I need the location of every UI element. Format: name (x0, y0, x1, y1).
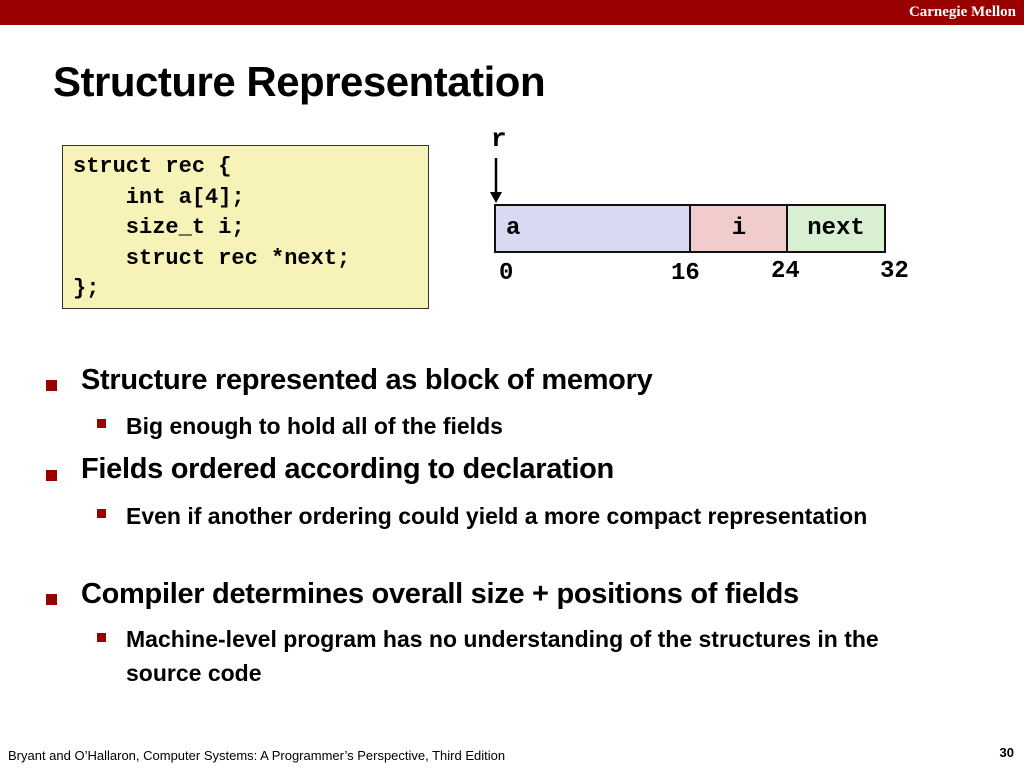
bullet-item: Structure represented as block of memory (81, 364, 653, 396)
offset-label: 0 (499, 260, 514, 287)
code-line: int a[4]; (73, 184, 245, 210)
code-block: struct rec { int a[4]; size_t i; struct … (62, 145, 429, 309)
sub-bullet-item: Even if another ordering could yield a m… (126, 503, 868, 529)
memory-field-next: next (786, 204, 886, 253)
bullet-square-icon (46, 594, 57, 605)
footer-citation: Bryant and O’Hallaron, Computer Systems:… (8, 748, 506, 763)
bullet-square-icon (46, 470, 57, 481)
pointer-arrow-icon (490, 158, 502, 203)
bullet-item: Fields ordered according to declaration (81, 453, 614, 485)
memory-field-a: a (494, 204, 692, 253)
brand-label: Carnegie Mellon (908, 4, 1016, 20)
header-bar: Carnegie Mellon (0, 0, 1024, 25)
offset-label: 16 (671, 260, 700, 287)
offset-label: 24 (771, 258, 800, 285)
sub-bullet-item: Machine-level program has no understandi… (126, 626, 879, 686)
code-line: struct rec *next; (73, 245, 351, 271)
page-title: Structure Representation (53, 58, 546, 105)
memory-field-i: i (689, 204, 789, 253)
pointer-label: r (491, 124, 507, 154)
bullet-square-icon (46, 380, 57, 391)
offset-label: 32 (880, 258, 909, 285)
page-number: 30 (999, 745, 1014, 760)
code-line: struct rec { (73, 154, 232, 179)
sub-bullet-item: Big enough to hold all of the fields (126, 413, 503, 439)
code-line: size_t i; (73, 215, 245, 240)
bullet-item: Compiler determines overall size + posit… (81, 578, 799, 610)
sub-bullet-square-icon (97, 633, 106, 642)
sub-bullet-square-icon (97, 419, 106, 428)
sub-bullet-square-icon (97, 509, 106, 518)
code-line: }; (73, 276, 100, 301)
